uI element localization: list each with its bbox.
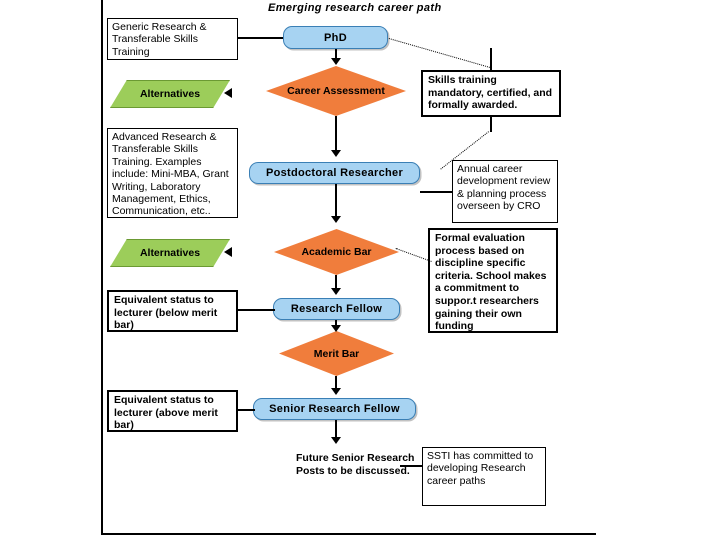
node-label: Senior Research Fellow xyxy=(269,403,400,415)
alternatives-parallelogram-1: Alternatives xyxy=(110,80,230,108)
dotted-connector-phd-to-skills-note xyxy=(388,38,490,68)
dotted-connector-academic-to-formal-note xyxy=(395,248,432,262)
connector-senior-to-future xyxy=(335,420,337,438)
note-text: SSTI has committed to developing Researc… xyxy=(427,450,534,487)
note-text: Advanced Research & Transferable Skills … xyxy=(112,131,229,218)
alternatives-parallelogram-2: Alternatives xyxy=(110,239,230,267)
arrow-merit-to-senior xyxy=(331,388,341,395)
connector-academic-to-fellow xyxy=(335,275,337,289)
note-skills-training-mandatory: Skills training mandatory, certified, an… xyxy=(421,70,561,117)
note-text: Formal evaluation process based on disci… xyxy=(435,232,547,333)
note-equivalent-status-above-merit-bar: Equivalent status to lecturer (above mer… xyxy=(107,390,238,432)
arrow-postdoc-to-academic xyxy=(331,216,341,223)
alternatives-arrow-1 xyxy=(224,88,232,98)
slide-frame-left-border xyxy=(101,0,103,535)
note-advanced-skills-training: Advanced Research & Transferable Skills … xyxy=(107,128,238,218)
node-senior-research-fellow[interactable]: Senior Research Fellow xyxy=(253,398,416,420)
connector-career-to-postdoc xyxy=(335,116,337,152)
node-research-fellow[interactable]: Research Fellow xyxy=(273,298,400,320)
connector-phd-to-career xyxy=(335,49,337,59)
connector-skills-note-top-stub xyxy=(490,48,492,71)
connector-postdoc-to-academic xyxy=(335,184,337,217)
node-label: Merit Bar xyxy=(313,347,360,360)
arrow-senior-to-future xyxy=(331,437,341,444)
arrow-phd-to-career xyxy=(331,58,341,65)
arrow-fellow-to-merit xyxy=(331,325,341,332)
connector-belownote-to-fellow xyxy=(238,309,275,311)
connector-future-to-ssti xyxy=(400,465,423,467)
connector-abovenote-to-senior xyxy=(238,409,255,411)
page-title: Emerging research career path xyxy=(268,2,442,14)
connector-skills-note-bottom-stub xyxy=(490,116,492,132)
node-postdoctoral-researcher[interactable]: Postdoctoral Researcher xyxy=(249,162,420,184)
note-text: Annual career development review & plann… xyxy=(457,163,551,213)
note-text: Equivalent status to lecturer (above mer… xyxy=(114,394,218,432)
connector-fellow-to-merit xyxy=(335,320,337,326)
node-label: Future Senior Research Posts to be discu… xyxy=(296,452,415,477)
node-label: Postdoctoral Researcher xyxy=(265,167,404,179)
connector-postdoc-to-annual-note xyxy=(420,191,453,193)
node-label: PhD xyxy=(324,31,347,44)
node-label: Academic Bar xyxy=(301,246,372,258)
alternatives-label: Alternatives xyxy=(139,247,201,259)
alternatives-arrow-2 xyxy=(224,247,232,257)
arrow-academic-to-fellow xyxy=(331,288,341,295)
note-ssti-commitment: SSTI has committed to developing Researc… xyxy=(422,447,546,506)
node-career-assessment[interactable]: Career Assessment xyxy=(266,66,406,116)
parallelogram-shape xyxy=(110,80,230,108)
node-phd[interactable]: PhD xyxy=(283,26,388,49)
slide-frame-bottom-border xyxy=(101,533,596,535)
note-formal-evaluation-process: Formal evaluation process based on disci… xyxy=(428,228,558,333)
note-text: Skills training mandatory, certified, an… xyxy=(428,74,553,112)
note-annual-career-development: Annual career development review & plann… xyxy=(452,160,558,223)
note-text: Equivalent status to lecturer (below mer… xyxy=(114,294,218,332)
node-academic-bar[interactable]: Academic Bar xyxy=(274,229,399,275)
node-merit-bar[interactable]: Merit Bar xyxy=(279,331,394,376)
arrow-career-to-postdoc xyxy=(331,150,341,157)
note-equivalent-status-below-merit-bar: Equivalent status to lecturer (below mer… xyxy=(107,290,238,332)
parallelogram-shape xyxy=(110,239,230,267)
node-label: Research Fellow xyxy=(290,303,383,315)
note-text: Generic Research & Transferable Skills T… xyxy=(112,21,207,58)
connector-generic-to-phd xyxy=(238,37,283,39)
connector-merit-to-senior xyxy=(335,376,337,390)
node-future-senior-research-posts: Future Senior Research Posts to be discu… xyxy=(296,452,416,477)
alternatives-label: Alternatives xyxy=(139,88,201,100)
note-generic-skills-training: Generic Research & Transferable Skills T… xyxy=(107,18,238,60)
node-label: Career Assessment xyxy=(287,85,385,97)
